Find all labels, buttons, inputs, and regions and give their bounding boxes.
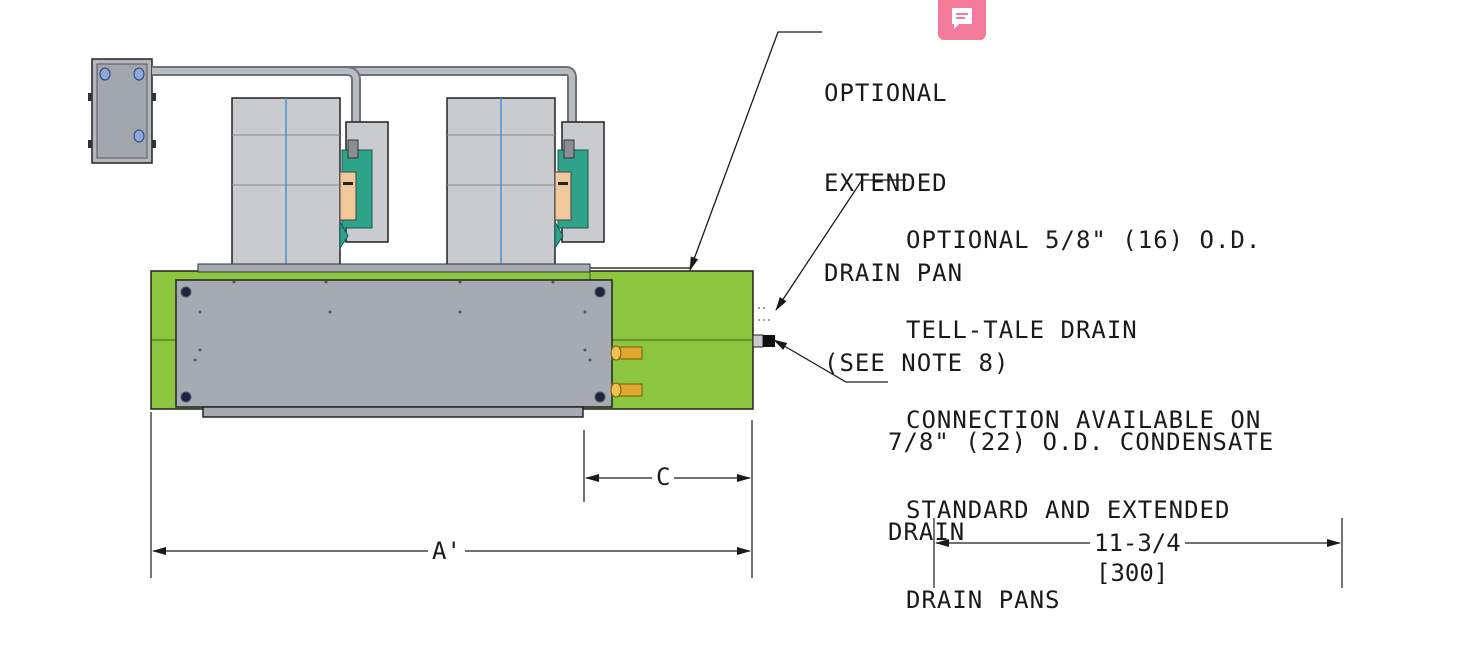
callout-line: CONNECTION AVAILABLE ON [906,406,1262,434]
extended-drain-pan-callout: OPTIONAL EXTENDED DRAIN PAN (SEE NOTE 8) [824,18,1009,408]
dimension-width-mm-label: [300] [1092,560,1173,586]
callout-line: TELL-TALE DRAIN [906,316,1138,344]
callout-line: STANDARD AND EXTENDED [906,496,1231,524]
cabinet-panel [175,279,613,418]
control-box [88,58,156,164]
callout-line: (SEE NOTE 8) [824,349,1010,377]
blower-2 [446,97,605,271]
callout-line: DRAIN PAN [824,259,964,287]
blower-1 [231,97,389,271]
conduit-piping [152,66,577,140]
callout-line: 7/8" (22) O.D. CONDENSATE [888,428,1275,456]
callout-line: EXTENDED [824,169,948,197]
condensate-drain-callout: 7/8" (22) O.D. CONDENSATE DRAIN [888,367,1274,577]
unit-side-view-drawing [88,31,1343,588]
comment-button[interactable] [938,0,986,40]
coil-fittings [610,345,643,398]
leader-lines [689,31,906,383]
dimension-width-label: 11-3/4 [1090,530,1185,556]
callout-line: DRAIN PANS [906,586,1061,614]
callout-line: OPTIONAL 5/8" (16) O.D. [906,226,1262,254]
dimension-c-label: C [652,464,675,490]
comment-icon [952,8,972,29]
callout-line: DRAIN [888,518,966,546]
condensate-drain-stub [752,307,775,348]
dimension-a-label: A' [428,538,465,564]
callout-line: OPTIONAL [824,79,948,107]
